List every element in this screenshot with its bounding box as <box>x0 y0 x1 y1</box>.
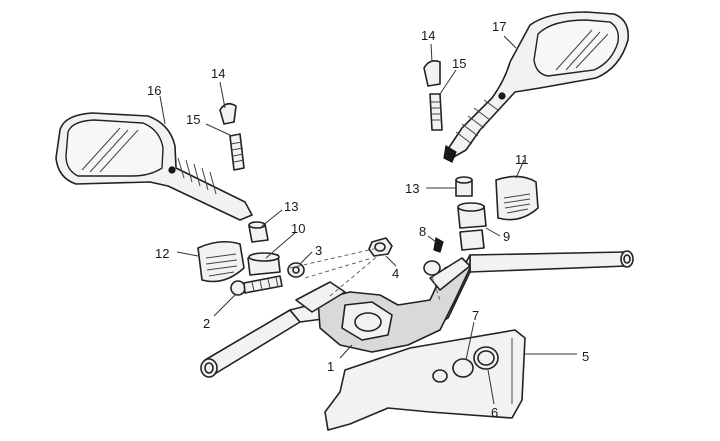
leader-lines <box>159 35 577 405</box>
callout-9: 9 <box>503 229 510 244</box>
left-mirror <box>55 112 253 221</box>
callout-5: 5 <box>582 349 589 364</box>
bolt-15-right <box>429 93 443 131</box>
bolt-15-left <box>229 133 245 171</box>
indicator-light-7 <box>432 358 474 383</box>
callout-2: 2 <box>203 316 210 331</box>
callout-15-left: 15 <box>186 112 200 127</box>
spacer-13-left <box>248 221 269 243</box>
spacer-10 <box>247 252 281 276</box>
assembly-lines <box>289 247 441 301</box>
screw-2 <box>230 275 283 296</box>
callout-17: 17 <box>492 19 506 34</box>
nut-4 <box>368 237 393 257</box>
callout-labels: 1 2 3 4 5 6 7 8 9 10 11 12 13 13 14 14 1… <box>147 19 589 420</box>
pad-12 <box>197 240 245 283</box>
callout-14-right: 14 <box>421 28 435 43</box>
screw-8 <box>423 237 444 276</box>
callout-10: 10 <box>291 221 305 236</box>
right-mirror <box>443 11 630 163</box>
callout-13-left: 13 <box>284 199 298 214</box>
callout-15-right: 15 <box>452 56 466 71</box>
callout-12: 12 <box>155 246 169 261</box>
callout-3: 3 <box>315 243 322 258</box>
spacer-9 <box>457 202 487 251</box>
callout-6: 6 <box>491 405 498 420</box>
handlebar-bracket <box>295 257 471 353</box>
cap-14-right <box>423 60 441 87</box>
callout-13-right: 13 <box>405 181 419 196</box>
washer-3 <box>287 262 305 278</box>
indicator-light-6 <box>473 346 499 370</box>
callout-1: 1 <box>327 359 334 374</box>
callout-16: 16 <box>147 83 161 98</box>
callout-4: 4 <box>392 266 399 281</box>
callout-8: 8 <box>419 224 426 239</box>
pad-11 <box>495 175 539 221</box>
callout-11: 11 <box>515 152 529 167</box>
spacer-13-right <box>455 176 473 197</box>
callout-7: 7 <box>472 308 479 323</box>
cap-14-left <box>219 102 237 125</box>
callout-14-left: 14 <box>211 66 225 81</box>
